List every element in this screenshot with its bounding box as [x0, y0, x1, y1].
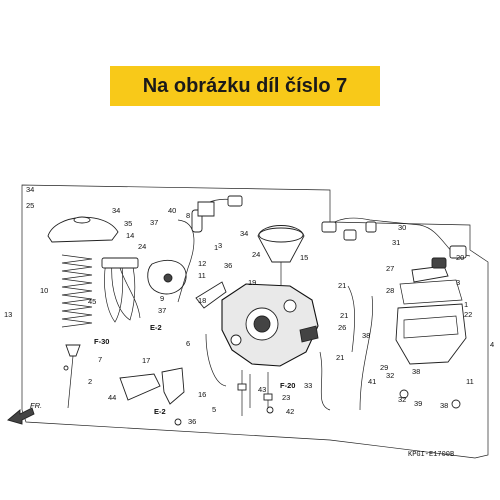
callout-11: 11 — [198, 271, 206, 280]
top-cover-icon — [47, 217, 119, 243]
float-chamber-gasket-icon — [399, 279, 463, 305]
harness-loop-icon — [104, 261, 141, 323]
callout-3: 3 — [218, 241, 222, 250]
callout-20: 20 — [456, 253, 464, 262]
callout-34: 34 — [112, 206, 120, 215]
wire-harness-icon — [325, 217, 471, 257]
callout-11: 11 — [466, 377, 474, 386]
cable-guide-icon — [177, 219, 195, 303]
callout-4: 4 — [490, 340, 494, 349]
callout-21: 21 — [336, 353, 344, 362]
fuel-hose-icon — [347, 285, 355, 353]
callout-44: 44 — [108, 393, 116, 402]
callout-32: 32 — [398, 395, 406, 404]
callout-12: 12 — [198, 259, 206, 268]
callout-22: 22 — [464, 310, 472, 319]
throttle-bracket-icon — [195, 281, 227, 309]
callout-1: 1 — [214, 243, 218, 252]
callout-35: 35 — [124, 219, 132, 228]
callout-14: 14 — [126, 231, 134, 240]
callout-26: 26 — [338, 323, 346, 332]
callout-34: 34 — [26, 185, 34, 194]
callout-38: 38 — [412, 367, 420, 376]
callout-6: 6 — [186, 339, 190, 348]
callout-31: 31 — [392, 238, 400, 247]
ref-e2-upper: E-2 — [150, 323, 162, 332]
callout-36: 36 — [188, 417, 196, 426]
callout-41: 41 — [368, 377, 376, 386]
adjuster-screw-icon — [205, 333, 227, 387]
callout-25: 25 — [26, 201, 34, 210]
callout-10: 10 — [40, 286, 48, 295]
callout-37: 37 — [158, 306, 166, 315]
callout-16: 16 — [198, 390, 206, 399]
callout-3: 3 — [456, 278, 460, 287]
callout-5: 5 — [212, 405, 216, 414]
callout-21: 21 — [340, 311, 348, 320]
banner-title: Na obrázku díl číslo 7 — [142, 74, 348, 97]
callout-13: 13 — [4, 310, 12, 319]
callout-39: 39 — [414, 399, 422, 408]
callout-8: 8 — [186, 211, 190, 220]
callout-labels: 34 25 34 35 24 14 37 40 8 34 24 15 30 31… — [4, 185, 494, 426]
callout-36: 36 — [224, 261, 232, 270]
callout-2: 2 — [88, 377, 92, 386]
callout-23: 23 — [282, 393, 290, 402]
callout-1: 1 — [464, 300, 468, 309]
drawing-code: KPGI-E1700B — [408, 451, 454, 459]
callout-30: 30 — [398, 223, 406, 232]
callout-15: 15 — [300, 253, 308, 262]
drain-tube-icon — [359, 295, 373, 411]
callout-37: 37 — [150, 218, 158, 227]
callout-24: 24 — [252, 250, 260, 259]
callout-21: 21 — [338, 281, 346, 290]
callout-45: 45 — [88, 297, 96, 306]
part-number-banner: Na obrázku díl číslo 7 — [110, 66, 380, 106]
callout-40: 40 — [168, 206, 176, 215]
callout-9: 9 — [160, 294, 164, 303]
jet-needle-icon — [65, 344, 81, 357]
callout-17: 17 — [142, 356, 150, 365]
callout-33: 33 — [304, 381, 312, 390]
cover-cap-icon — [73, 216, 91, 224]
ref-e2-lower: E-2 — [154, 407, 166, 416]
callout-42: 42 — [286, 407, 294, 416]
callout-18: 18 — [198, 296, 206, 305]
ref-f30: F-30 — [94, 337, 109, 346]
diagram-frame — [21, 184, 489, 459]
callout-32: 32 — [386, 371, 394, 380]
callout-27: 27 — [386, 264, 394, 273]
callout-29: 29 — [380, 363, 388, 372]
callout-7: 7 — [98, 355, 102, 364]
diaphragm-spring-icon — [61, 254, 93, 328]
ref-f20: F-20 — [280, 381, 295, 390]
callout-38: 38 — [362, 331, 370, 340]
callout-38: 38 — [440, 401, 448, 410]
callout-19: 19 — [248, 278, 256, 287]
front-arrow-icon — [7, 407, 35, 425]
callout-24: 24 — [138, 242, 146, 251]
callout-43: 43 — [258, 385, 266, 394]
front-label: FR. — [30, 401, 42, 410]
breather-hose-icon — [319, 351, 331, 411]
callout-28: 28 — [386, 286, 394, 295]
bracket-icon — [119, 373, 161, 401]
callout-34: 34 — [240, 229, 248, 238]
